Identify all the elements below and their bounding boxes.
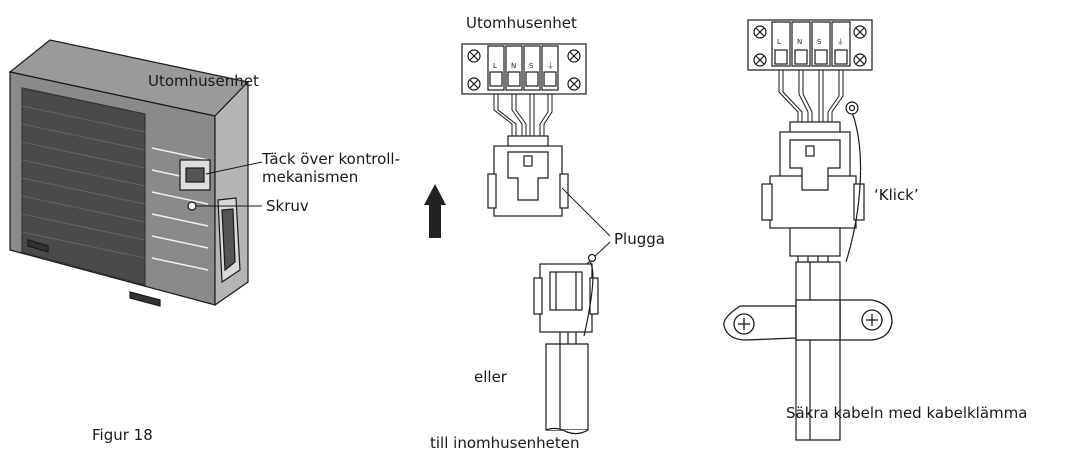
label-click: ‘Klick’ [874, 186, 919, 204]
plug-pointer-line-upper [561, 187, 611, 237]
label-to-indoor: till inomhusenheten [430, 434, 580, 452]
wires-right [778, 70, 844, 124]
terminal-mid-0: L [493, 62, 497, 70]
connector-lower-mid [533, 253, 599, 435]
label-outdoor-unit-mid: Utomhusenhet [466, 14, 577, 32]
label-outdoor-unit-left: Utomhusenhet [148, 72, 259, 90]
cover-pointer-line [205, 161, 263, 175]
terminal-right-3: ⏚ [837, 38, 844, 46]
outdoor-unit-drawing [8, 39, 250, 307]
wires-mid [493, 94, 553, 138]
terminal-block-mid [461, 43, 587, 95]
label-secure-cable: Säkra kabeln med kabelklämma [786, 404, 1028, 422]
terminal-right-0: L [777, 38, 781, 46]
label-cover-control-line1: Täck över kontroll- [262, 150, 401, 168]
connector-clicked-right [761, 101, 865, 441]
label-figure: Figur 18 [92, 426, 153, 444]
terminal-mid-2: S [529, 62, 534, 70]
connector-upper-mid [487, 135, 569, 217]
up-arrow-icon [424, 184, 446, 238]
label-cover-control-line2: mekanismen [262, 168, 359, 186]
label-screw: Skruv [266, 197, 309, 215]
terminal-mid-3: ⏚ [547, 62, 554, 70]
terminal-block-right [747, 19, 873, 71]
screw-icon [187, 201, 197, 211]
cable-clamp [723, 299, 893, 341]
terminal-right-1: N [797, 38, 802, 46]
label-or: eller [474, 368, 507, 386]
label-plug: Plugga [614, 230, 665, 248]
terminal-right-2: S [817, 38, 822, 46]
terminal-mid-1: N [511, 62, 516, 70]
